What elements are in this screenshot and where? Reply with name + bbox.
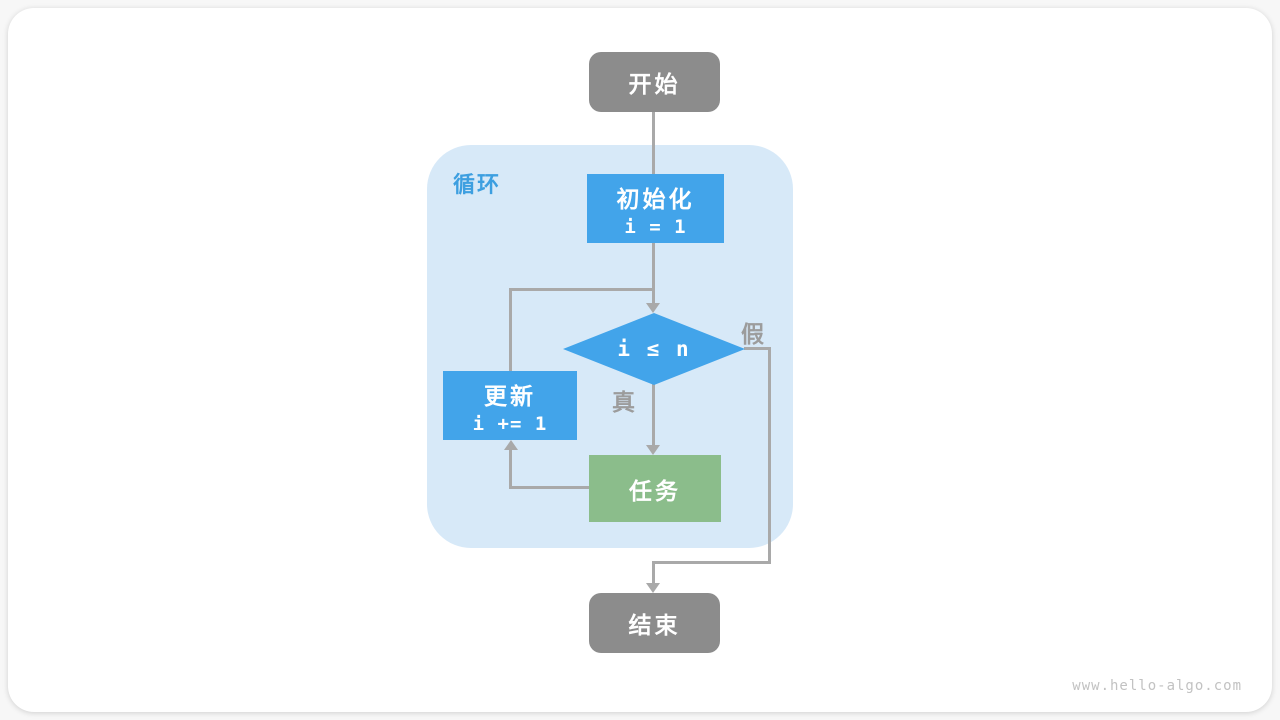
edge-start-to-init [652,110,655,176]
loop-region-label: 循环 [453,172,502,197]
true-branch-label: 真 [612,389,636,415]
node-condition: i ≤ n [563,313,745,385]
node-end-label: 结束 [628,612,681,638]
edge-false-horizontal-bottom [652,561,771,564]
node-end: 结束 [589,593,720,653]
edge-cond-to-task [652,384,655,445]
node-update-title: 更新 [484,382,536,409]
edge-init-to-cond [652,241,655,304]
node-task-label: 任务 [629,477,681,504]
node-start-label: 开始 [628,71,681,97]
node-update-code: i += 1 [472,412,548,435]
node-condition-code: i ≤ n [617,337,691,361]
edge-false-into-end [652,561,655,585]
arrowhead-into-update [504,440,518,450]
arrowhead-into-task [646,445,660,455]
node-task: 任务 [589,455,721,522]
condition-diamond-shape [563,313,745,385]
node-update: 更新 i += 1 [443,371,577,440]
watermark: www.hello-algo.com [1072,678,1242,694]
arrowhead-into-cond [646,303,660,313]
edge-task-to-update-vertical [509,450,512,489]
false-branch-label: 假 [741,321,765,347]
edge-false-horizontal-top [744,347,771,350]
node-init: 初始化 i = 1 [587,174,724,243]
edge-update-to-cond-horizontal [509,288,655,291]
arrowhead-into-end [646,583,660,593]
edge-update-to-cond-vertical [509,288,512,373]
edge-task-to-update-horizontal [509,486,591,489]
node-init-title: 初始化 [616,185,695,212]
node-start: 开始 [589,52,720,112]
edge-false-vertical [768,347,771,564]
node-init-code: i = 1 [624,215,687,238]
